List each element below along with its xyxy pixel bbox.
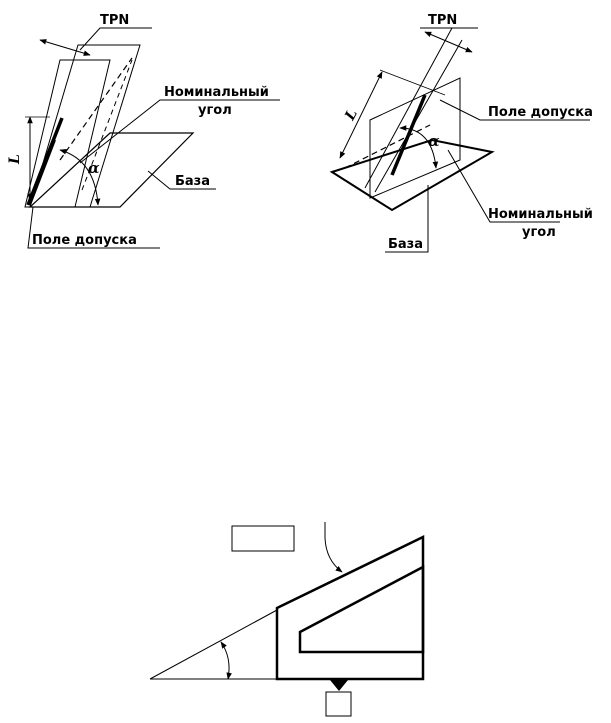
right-nominal-angle-line1: Номинальный [488,207,593,222]
left-surface-edge [29,139,56,206]
right-zone-line-1 [364,27,453,189]
figure-right-angularity-base-plane: TPN L Поле допуска α Номинальный угол Ба… [329,13,593,253]
right-base-label: База [388,237,423,252]
left-base-label: База [175,174,210,189]
right-alpha-label: α [428,132,440,150]
left-base-leader [147,170,216,190]
left-tpn-label: TPN [100,13,129,28]
figure-bottom-angularity-callout [149,522,425,717]
feature-control-frame [231,525,295,552]
right-nominal-angle-leader [447,149,560,223]
right-tpn-dimension [424,31,473,53]
left-hidden-line [59,57,133,161]
right-length-dimension [339,71,383,159]
figure-left-angularity-base-plane: TPN L α Номинальный угол База Поле допус… [7,13,280,249]
right-angle-arc [399,125,439,169]
left-tolerance-zone-leader [27,206,160,249]
datum-triangle [330,680,348,691]
left-length-label: L [7,154,23,165]
right-hidden-line [344,124,431,169]
right-nominal-angle-line2: угол [522,225,556,240]
angle-extension-line [149,609,278,680]
right-tolerance-zone-leader [439,99,590,121]
left-tpn-dimension [39,39,91,56]
right-tpn-label: TPN [428,13,457,28]
left-controlled-surface [26,117,64,206]
left-alpha-label: α [88,159,100,177]
datum-frame [325,691,352,717]
right-base-leader [385,185,429,253]
right-tolerance-plane [369,77,461,199]
right-tolerance-zone-label: Поле допуска [488,105,593,120]
left-tpn-leader [79,27,152,51]
angle-arc [220,641,232,680]
right-length-ext [379,69,446,96]
left-tolerance-zone-label: Поле допуска [32,233,137,248]
left-tolerance-plane-front [24,59,111,208]
left-nominal-angle-line2: угол [198,103,232,118]
left-nominal-angle-leader [79,99,280,164]
callout-leader [324,522,343,573]
left-angle-arc [59,149,101,206]
part-outline [275,535,425,681]
part-inner-cutout [298,564,425,654]
right-zone-line-2 [374,39,463,193]
left-nominal-angle-line1: Номинальный [164,85,269,100]
right-base-plane [329,138,495,212]
